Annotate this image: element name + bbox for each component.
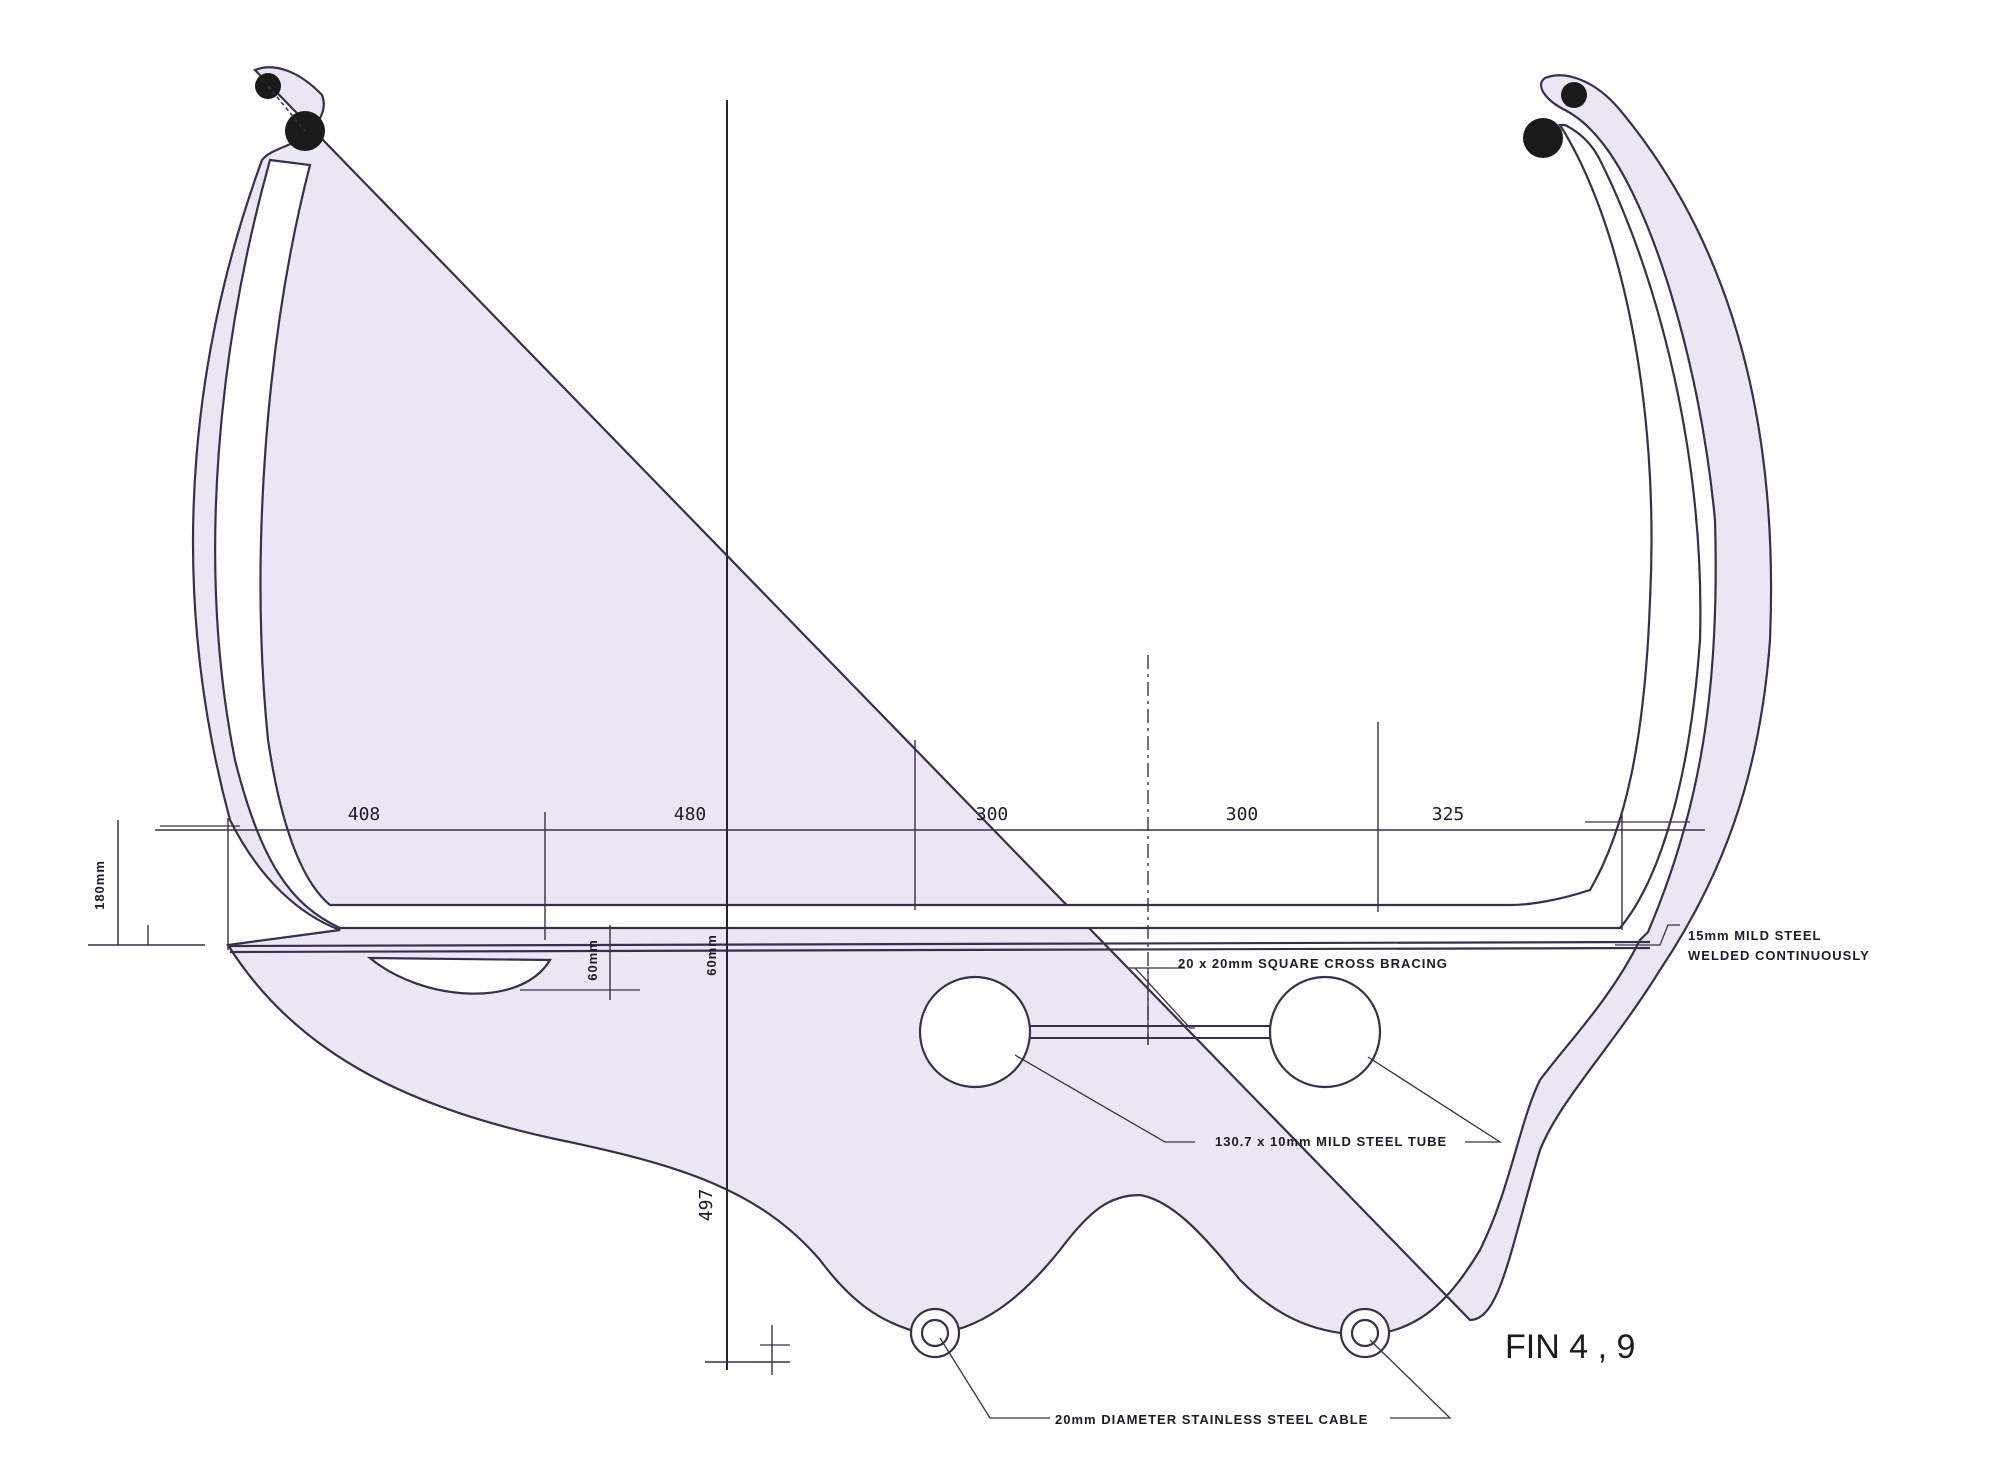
dim-60b-label: 60mm [704,934,719,976]
bolt-right-bottom [1523,118,1563,158]
leader-tube [1014,1054,1195,1143]
fin-body [191,66,1773,1337]
dim-408-label: 408 [348,804,381,825]
cable-hole-right-inner [1350,1318,1380,1348]
dim-60a-label: 60mm [585,939,600,981]
leader-cable-2 [1369,1339,1452,1419]
dim-180-label: 180mm [92,860,107,910]
leader-tube-2 [1367,1056,1503,1143]
note-cable: 20mm DIAMETER STAINLESS STEEL CABLE [1055,1412,1368,1427]
plate-line-bottom [229,946,1651,954]
dim-480-label: 480 [674,804,707,825]
note-tube: 130.7 x 10mm MILD STEEL TUBE [1215,1134,1447,1149]
plate-line-top [229,940,1651,948]
tube-right [1268,975,1382,1089]
leader-bracing [1134,967,1195,1029]
fin-inner-cutout [214,123,1702,930]
bolt-right-top [1561,82,1587,108]
note-bracing: 20 x 20mm SQUARE CROSS BRACING [1178,956,1448,971]
note-plate-weld: WELDED CONTINUOUSLY [1688,948,1870,963]
tube-left [918,975,1032,1089]
dim-325-label: 325 [1432,804,1465,825]
dim-497-label: 497 [696,1189,717,1222]
dim-300a-label: 300 [976,804,1009,825]
bolt-link-left [267,85,306,132]
note-plate: 15mm MILD STEEL [1688,928,1821,943]
leader-cable [939,1337,1050,1419]
figure-label: FIN 4 , 9 [1505,1328,1635,1366]
cable-hole-left-inner [920,1318,950,1348]
leader-plate [1615,924,1680,946]
left-curve-cutout [366,956,552,995]
dim-300b-label: 300 [1226,804,1259,825]
